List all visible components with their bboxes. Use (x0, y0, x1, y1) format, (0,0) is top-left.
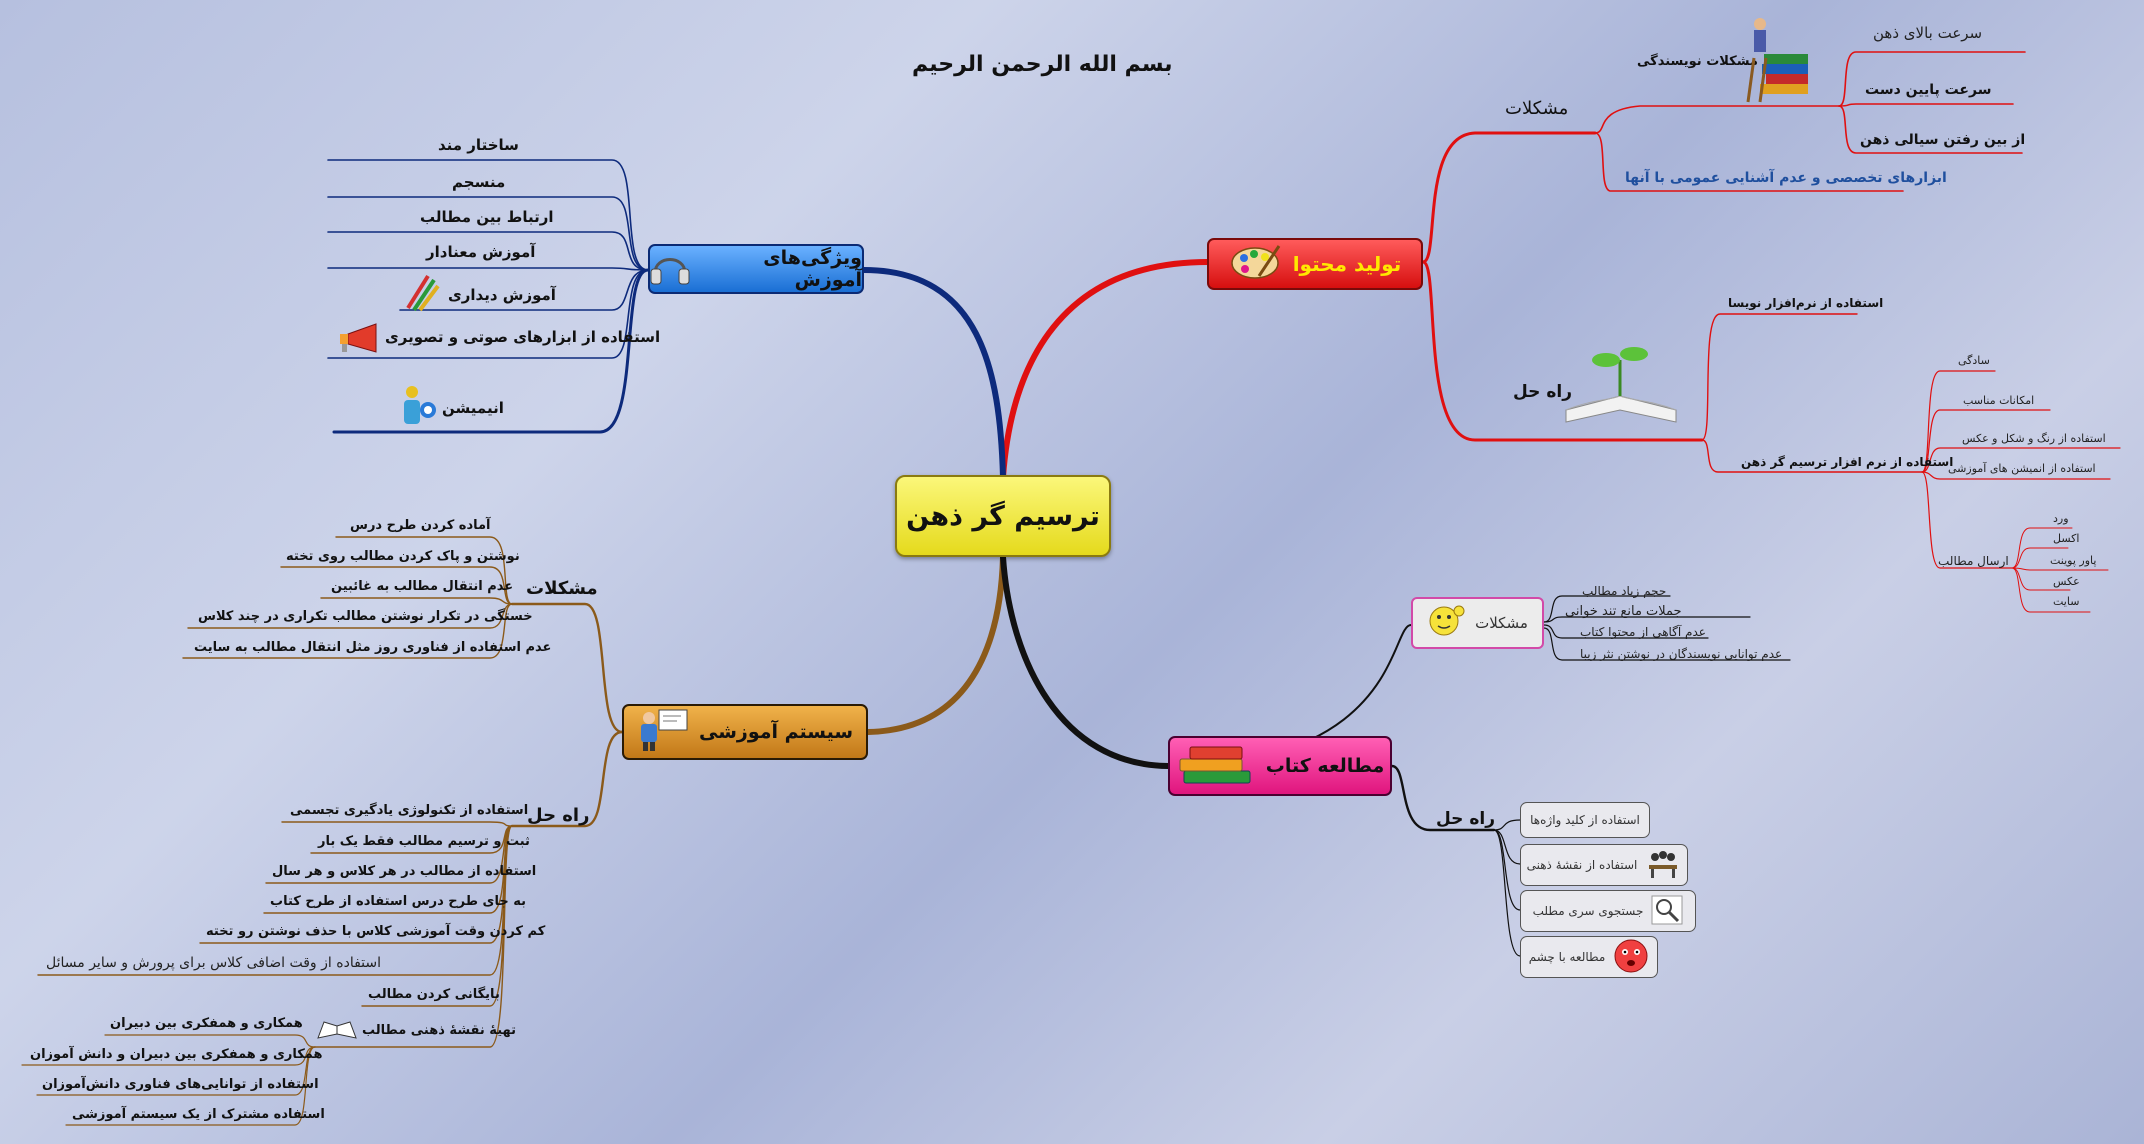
mindmap-prep-item: استفاده مشترک از یک سیستم آموزشی (72, 1107, 325, 1122)
mindmap-app-item: سادگی (1958, 354, 1990, 367)
writing-problems-label: مشکلات نویسندگی (1637, 54, 1758, 69)
system-solution-item: به جای طرح درس استفاده از طرح کتاب (270, 894, 526, 909)
content-problems-label: مشکلات (1505, 98, 1569, 119)
emoticon-icon (1427, 603, 1465, 643)
system-solution-item: استفاده از وقت اضافی کلاس برای پرورش و س… (46, 955, 382, 971)
system-problems-label: مشکلات (526, 578, 598, 599)
book-problem-item: عدم توانایی نویسندگان در نوشتن نثر زیبا (1580, 647, 1783, 661)
tools-problem-label: ابزارهای تخصصی و عدم آشنایی عمومی با آنه… (1625, 170, 1947, 186)
mindmap-prep-item: همکاری و همفکری بین دبیران (110, 1016, 303, 1031)
system-solution-item: استفاده از تکنولوژی یادگیری تجسمی (290, 803, 529, 818)
system-problem-item: خستگی در تکرار نوشتن مطالب تکراری در چند… (198, 609, 533, 624)
open-book-icon (316, 1018, 358, 1046)
system-solution-label: راه حل (527, 805, 590, 826)
content-label: تولید محتوا (1292, 252, 1402, 276)
send-item: سایت (2053, 595, 2080, 608)
system-solution-item: ثبت و ترسیم مطالب فقط یک بار (318, 834, 530, 849)
books-icon (1176, 741, 1256, 792)
book-label: مطالعه کتاب (1265, 755, 1385, 777)
feature-item: استفاده از ابزارهای صوتی و تصویری (385, 328, 661, 346)
book-problems-node[interactable]: مشکلات (1411, 597, 1544, 649)
system-problem-item: آماده کردن طرح درس (350, 518, 491, 533)
writing-problem-item: سرعت بالای ذهن (1873, 24, 1983, 42)
feature-item: ارتباط بین مطالب (420, 208, 554, 226)
book-problems-label: مشکلات (1475, 614, 1528, 632)
system-problem-item: نوشتن و پاک کردن مطالب روی تخته (286, 549, 520, 564)
feature-item: آموزش معنادار (426, 243, 536, 261)
send-label: ارسال مطالب (1938, 554, 2009, 568)
system-node[interactable]: سیستم آموزشی (622, 704, 868, 760)
mindmap-app-label: استفاده از نرم افزار ترسیم گر ذهن (1741, 455, 1954, 469)
magnifier-icon (1651, 895, 1683, 928)
mindmap-prep-item: استفاده از توانایی‌های فناوری دانش‌آموزا… (42, 1077, 319, 1092)
branch-book-line (1000, 554, 1171, 769)
system-problem-item: عدم انتقال مطالب به غائبین (331, 579, 514, 594)
features-node[interactable]: ویژگی‌های آموزش (648, 244, 864, 294)
mindmap-app-item: استفاده از انمیشن های آموزشی (1948, 462, 2096, 475)
book-problem-item: حجم زیاد مطالب (1582, 584, 1667, 598)
mindmap-prep-item: همکاری و همفکری بین دبیران و دانش آموزان (30, 1047, 323, 1062)
system-solution-item: استفاده از مطالب در هر کلاس و هر سال (272, 864, 537, 879)
feature-item: انیمیشن (442, 399, 504, 417)
pencils-icon (404, 272, 440, 316)
book-solution-item[interactable]: استفاده از نقشهٔ ذهنی (1520, 844, 1688, 886)
writer-app-label: استفاده از نرم‌افزار نویسا (1728, 296, 1884, 310)
page-title: بسم الله الرحمن الرحیم (912, 52, 1173, 77)
book-solution-text: مطالعه با چشم (1528, 950, 1606, 964)
branch-content-line (1000, 259, 1211, 480)
megaphone-icon (336, 322, 380, 358)
people-icon (1645, 849, 1681, 882)
headphones-icon (650, 249, 690, 290)
content-solution-label: راه حل (1513, 382, 1572, 402)
mindmap-app-item: استفاده از رنگ و شکل و عکس (1962, 432, 2106, 445)
send-item: پاور پوینت (2050, 554, 2097, 567)
writer-icon (1744, 14, 1814, 108)
face-icon (1613, 938, 1649, 977)
feature-item: آموزش دیداری (448, 286, 556, 304)
palette-icon (1229, 242, 1283, 287)
book-solution-text: استفاده از کلید واژه‌ها (1530, 813, 1640, 827)
system-solution-item: بایگانی کردن مطالب (368, 987, 500, 1002)
send-item: ورد (2053, 512, 2069, 525)
plant-book-icon (1560, 340, 1682, 444)
content-node[interactable]: تولید محتوا (1207, 238, 1423, 290)
feature-item: منسجم (452, 173, 506, 191)
book-problem-item: عدم آگاهی از محتوا کتاب (1580, 625, 1706, 639)
mindmap-app-item: امکانات مناسب (1963, 394, 2035, 407)
teacher-icon (637, 708, 689, 757)
system-label: سیستم آموزشی (698, 721, 854, 743)
book-solution-item[interactable]: جستجوی سری مطلب (1520, 890, 1696, 932)
center-node[interactable]: ترسیم گر ذهن (895, 475, 1111, 557)
center-label: ترسیم گر ذهن (906, 500, 1100, 532)
book-node[interactable]: مطالعه کتاب (1168, 736, 1392, 796)
branch-features-line (861, 267, 1006, 480)
writing-problem-item: سرعت پایین دست (1865, 82, 1992, 98)
send-item: اکسل (2053, 532, 2080, 545)
book-problem-item: جملات مانع تند خوانی (1565, 604, 1682, 619)
book-solution-text: جستجوی سری مطلب (1532, 904, 1644, 918)
book-solution-text: استفاده از نقشهٔ ذهنی (1526, 858, 1638, 872)
system-problem-item: عدم استفاده از فناوری روز مثل انتقال مطا… (194, 640, 552, 655)
branch-system-line (865, 554, 1006, 735)
book-solution-item[interactable]: استفاده از کلید واژه‌ها (1520, 802, 1650, 838)
book-solution-item[interactable]: مطالعه با چشم (1520, 936, 1658, 978)
mindmap-prep-label: تهیهٔ نقشهٔ ذهنی مطالب (362, 1023, 516, 1038)
book-solution-label: راه حل (1436, 809, 1495, 829)
send-item: عکس (2053, 575, 2080, 588)
features-label: ویژگی‌های آموزش (763, 247, 862, 291)
animation-icon (400, 382, 438, 436)
system-solution-item: کم کردن وقت آموزشی کلاس با حذف نوشتن رو … (206, 924, 546, 939)
feature-item: ساختار مند (438, 136, 519, 154)
writing-problem-item: از بین رفتن سیالی ذهن (1860, 132, 2026, 148)
